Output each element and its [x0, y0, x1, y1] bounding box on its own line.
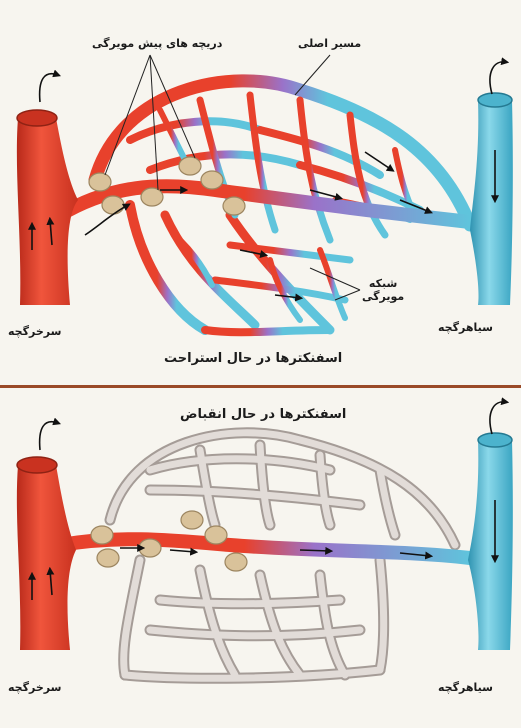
caption-contracted: اسفنکترها در حال انقباض — [180, 408, 346, 423]
sphincter — [91, 526, 113, 544]
sphincter — [179, 157, 201, 175]
sphincter — [139, 539, 161, 557]
sphincter — [102, 196, 124, 214]
panel-divider — [0, 385, 521, 388]
venule-bottom — [468, 433, 513, 650]
sphincter — [201, 171, 223, 189]
sphincter — [225, 553, 247, 571]
arteriole-top — [17, 110, 78, 305]
label-venule-bottom: سیاهرگچه — [438, 682, 493, 695]
label-venule-top: سیاهرگچه — [438, 322, 493, 335]
venule-top — [470, 93, 513, 305]
sphincter — [223, 197, 245, 215]
caption-relaxed: اسفنکترها در حال استراحت — [164, 352, 342, 367]
label-capillary-network-line1: شبکه — [362, 278, 404, 291]
sphincter — [89, 173, 111, 191]
top-panel — [17, 55, 513, 332]
label-precapillary-sphincters: دریچه های پیش مویرگی — [92, 38, 222, 51]
label-capillary-network: شبکه مویرگی — [362, 278, 404, 303]
label-arteriole-top: سرخرگچه — [8, 326, 61, 339]
label-main-channel: مسیر اصلی — [298, 38, 361, 51]
label-arteriole-bottom: سرخرگچه — [8, 682, 61, 695]
sphincter — [205, 526, 227, 544]
arteriole-bottom — [17, 457, 76, 650]
sphincter — [141, 188, 163, 206]
bottom-panel — [17, 402, 513, 679]
sphincter — [97, 549, 119, 567]
label-capillary-network-line2: مویرگی — [362, 291, 404, 304]
sphincter — [181, 511, 203, 529]
